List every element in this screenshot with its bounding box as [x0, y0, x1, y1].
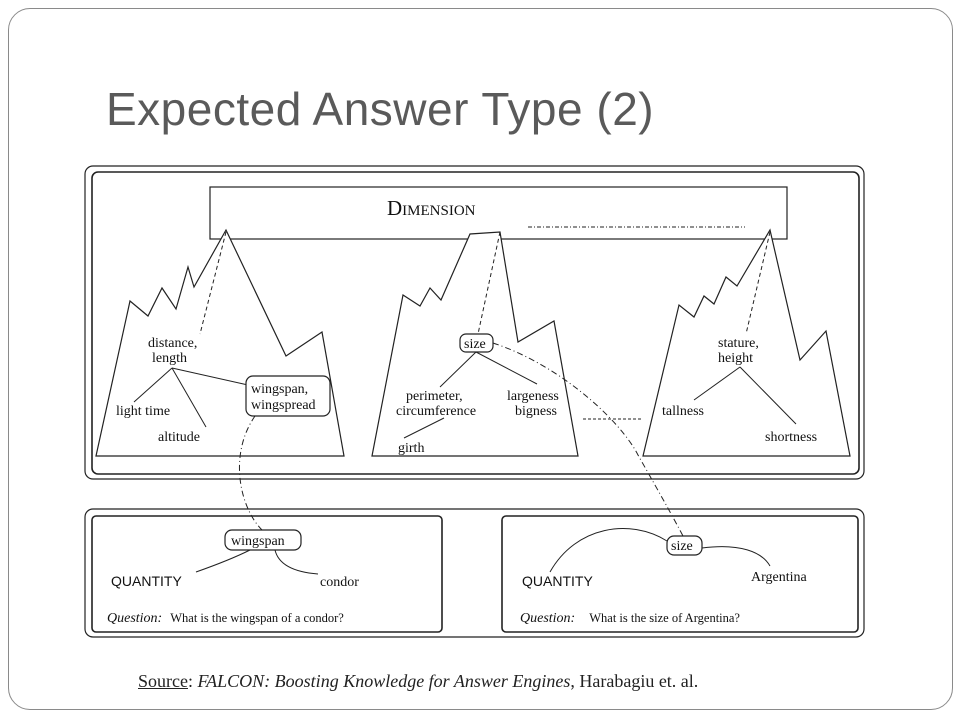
source-label: Source — [138, 671, 188, 691]
wingspan-box-line1: wingspan, — [251, 382, 308, 397]
left-node-top-2: length — [152, 351, 187, 366]
parse-left-condor: condor — [320, 575, 359, 590]
mid-summit-link — [477, 231, 501, 335]
right-leaf-tallness: tallness — [662, 404, 704, 419]
mid-edge-girth — [403, 417, 445, 439]
left-edge-altitude — [171, 367, 207, 428]
parse-left-question-label: Question: — [107, 611, 162, 626]
right-summit-link — [745, 231, 771, 335]
mid-edge-perimeter — [439, 351, 477, 388]
mid-left-1: perimeter, — [406, 389, 463, 404]
left-edge-lighttime — [133, 367, 173, 403]
source-sep: : — [187, 671, 198, 691]
right-edge-tallness — [693, 366, 741, 401]
source-citation: Source: FALCON: Boosting Knowledge for A… — [138, 671, 698, 692]
link-wingspan-to-parse — [238, 415, 263, 531]
parse-left-panel — [91, 515, 443, 633]
left-leaf-altitude: altitude — [158, 430, 200, 445]
right-edge-shortness — [739, 366, 797, 425]
wingspan-box-line2: wingspread — [251, 398, 316, 413]
parse-right-arc-argentina — [701, 546, 771, 567]
mid-right-2: bigness — [515, 404, 557, 419]
parse-left-head-box — [224, 529, 302, 551]
size-node-label: size — [464, 337, 486, 352]
parse-right-head-box — [666, 535, 703, 556]
parse-left-question-text: What is the wingspan of a condor? — [170, 611, 344, 625]
mid-left-2: circumference — [396, 404, 476, 419]
parse-right-question: Question: What is the size of Argentina? — [520, 611, 740, 626]
dimension-label: Dimension — [387, 196, 476, 220]
source-title: FALCON: Boosting Knowledge for Answer En… — [197, 671, 571, 691]
wingspan-box — [245, 375, 331, 417]
mountain-left-shape — [95, 228, 345, 457]
left-edge-wingspan — [171, 367, 249, 386]
parse-right-question-text: What is the size of Argentina? — [589, 611, 740, 625]
parse-right-panel — [501, 515, 859, 633]
parse-left-head: wingspan — [231, 534, 285, 549]
slide-title: Expected Answer Type (2) — [106, 83, 655, 135]
right-leaf-shortness: shortness — [765, 430, 817, 445]
right-node-top-2: height — [718, 351, 753, 366]
parse-left-quantity: QUANTITY — [111, 573, 182, 589]
parse-right-head: size — [671, 539, 693, 554]
parse-right-argentina: Argentina — [751, 570, 808, 585]
link-size-to-parse — [492, 342, 684, 537]
left-node-top-1: distance, — [148, 336, 197, 351]
mid-edge-largeness — [475, 351, 538, 385]
parse-left-arc-quantity — [195, 549, 251, 573]
parse-right-quantity: QUANTITY — [522, 573, 593, 589]
right-node-top-1: stature, — [718, 336, 759, 351]
parse-outer-frame — [84, 508, 865, 638]
parse-right-arc-quantity — [549, 528, 668, 573]
left-leaf-lighttime: light time — [116, 404, 170, 419]
parse-right-question-label: Question: — [520, 611, 575, 626]
hierarchy-outer-frame — [84, 165, 865, 480]
mid-right-1: largeness — [507, 389, 559, 404]
parse-left-question: Question: What is the wingspan of a condo… — [107, 611, 344, 626]
mid-leaf-girth: girth — [398, 441, 424, 456]
parse-left-arc-condor — [274, 549, 319, 575]
dimension-box — [209, 186, 788, 240]
source-rest: , Harabagiu et. al. — [570, 671, 699, 691]
left-summit-link — [199, 231, 227, 335]
hierarchy-inner-frame — [91, 171, 860, 475]
